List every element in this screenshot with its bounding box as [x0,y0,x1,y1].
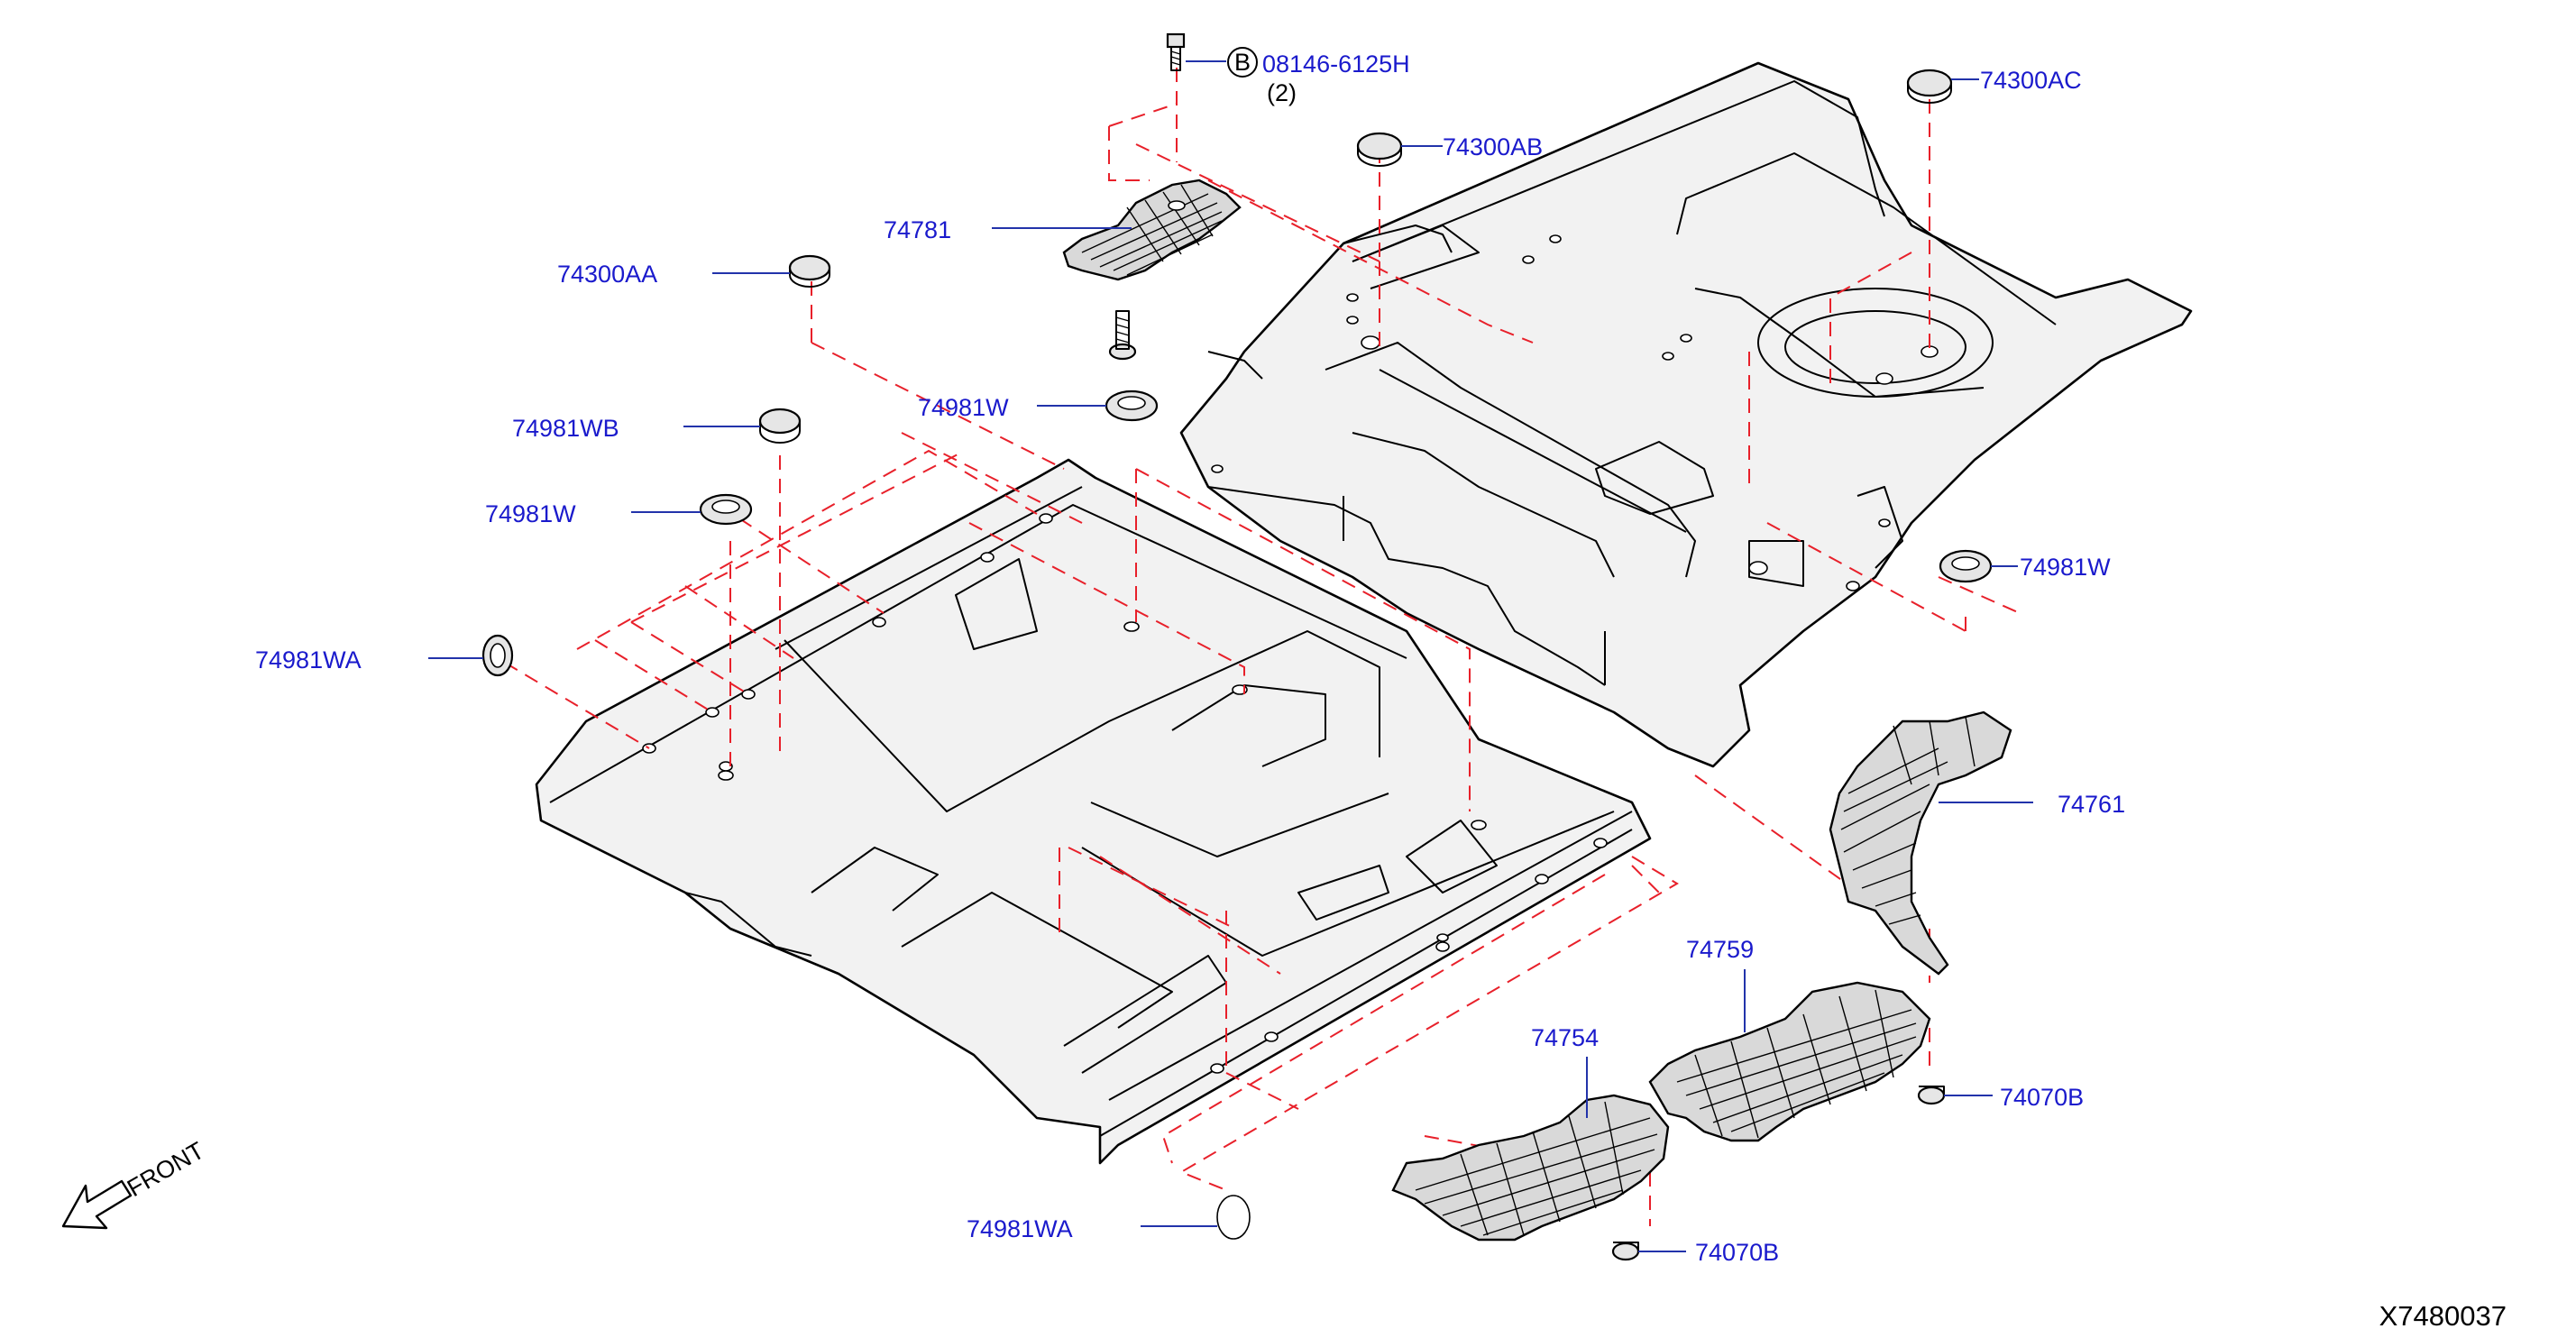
label-74761[interactable]: 74761 [2058,791,2125,818]
label-74981W-center[interactable]: 74981W [918,394,1009,421]
label-74981WA-left[interactable]: 74981WA [255,646,362,674]
label-74759[interactable]: 74759 [1686,936,1754,963]
label-74754[interactable]: 74754 [1531,1024,1599,1051]
leader-lines [428,60,2033,1252]
rear-floor-panel [1179,61,2193,768]
bolt-marker: B [1234,49,1251,76]
label-74981WB[interactable]: 74981WB [512,415,619,442]
label-bolt-qty: (2) [1267,79,1297,106]
label-74300AA[interactable]: 74300AA [557,261,657,288]
heat-shield-74754 [1391,1094,1670,1242]
plug-74300AA [788,254,831,288]
front-floor-panel [535,458,1652,1165]
heat-shield-74781 [1062,179,1242,281]
label-74070B-bottom[interactable]: 74070B [1695,1239,1779,1266]
heat-shield-74761 [1829,710,2012,976]
front-label: FRONT [123,1137,209,1202]
label-74300AB[interactable]: 74300AB [1443,133,1543,160]
label-74981W-right[interactable]: 74981W [2020,554,2111,581]
bolt-marker-circle [1227,47,1258,78]
heat-shield-74759 [1648,981,1931,1142]
grommet-74981W-left [699,493,753,526]
label-74300AC[interactable]: 74300AC [1980,67,2082,94]
label-74070B-right[interactable]: 74070B [2000,1084,2084,1111]
grommet-74981WA-bottom [1216,1195,1251,1240]
plug-74981WB [758,408,802,444]
nut-74070B-right [1917,1086,1946,1105]
drawing-number: X7480037 [2379,1300,2507,1332]
nut-74070B-bottom [1611,1242,1640,1261]
grommet-74981WA-left [481,634,514,677]
bolt-center [1108,310,1137,361]
label-74981W-left[interactable]: 74981W [485,500,576,527]
grommet-74981W-center [1105,389,1159,422]
label-08146-6125H[interactable]: 08146-6125H [1262,50,1410,78]
plug-74300AC [1906,69,1953,104]
grommet-74981W-right [1939,549,1993,583]
front-arrow-icon [61,1179,133,1230]
label-74981WA-bottom[interactable]: 74981WA [967,1215,1073,1242]
label-74781[interactable]: 74781 [884,216,951,243]
bolt-08146-6125H [1166,32,1186,71]
